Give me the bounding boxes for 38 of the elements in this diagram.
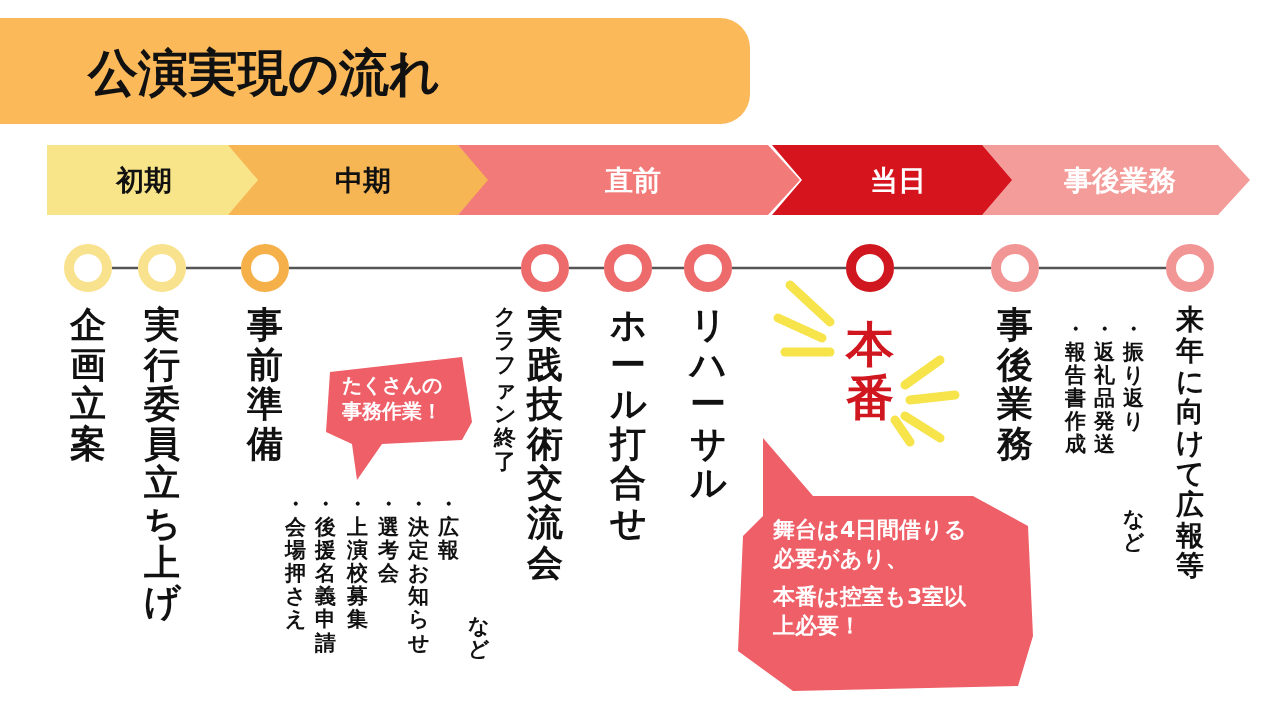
phase-label: 当日	[868, 163, 927, 199]
list-item: ・報告書作成	[1064, 318, 1086, 457]
list-item: ・上演校募集	[346, 493, 368, 632]
milestone-label: 事後業務	[997, 305, 1033, 464]
list-item: ・選考会	[377, 493, 399, 586]
list-item: ・決定お知らせ	[407, 493, 429, 655]
list-item: ・振り返り	[1122, 318, 1144, 434]
milestone-label: 事前準備	[247, 305, 283, 464]
phase-label: 直前	[604, 163, 662, 199]
timeline-line	[112, 266, 138, 270]
title: 公演実現の流れ	[88, 43, 440, 104]
milestone-label: 実践技術交流会	[527, 305, 563, 583]
milestone-label: 本番	[846, 318, 894, 424]
phase-label: 事後業務	[1063, 163, 1177, 199]
list-item: ・返礼品発送	[1093, 318, 1115, 457]
timeline-line	[569, 266, 604, 270]
timeline-line	[289, 266, 521, 270]
list-item: ・後援名義申請	[314, 493, 336, 655]
milestone-label: 実行委員立ち上げ	[144, 305, 180, 622]
bubble-text: 舞台は4日間借りる必要があり、	[773, 516, 969, 573]
note-text: など	[1122, 508, 1144, 555]
note-text: など	[467, 615, 489, 662]
timeline-line	[732, 266, 846, 270]
phase-label: 初期	[114, 163, 173, 199]
phase-label: 中期	[334, 163, 392, 199]
list-item: ・会場押さえ	[284, 493, 306, 632]
milestone-label: ホール打合せ	[610, 305, 646, 543]
milestone-label: リハーサル	[690, 305, 726, 503]
milestone-label: 来年に向けて広報等	[1176, 305, 1204, 583]
list-item: クラファン終了	[494, 305, 516, 475]
timeline-line	[894, 266, 991, 270]
milestone-label: 企画立案	[70, 305, 106, 464]
timeline-line	[186, 266, 241, 270]
timeline-line	[1039, 266, 1166, 270]
list-item: ・広報	[437, 493, 459, 563]
bubble-text: たくさんの事務作業！	[342, 372, 443, 424]
bubble-text: 本番は控室も3室以上必要！	[773, 583, 968, 640]
timeline-line	[652, 266, 684, 270]
